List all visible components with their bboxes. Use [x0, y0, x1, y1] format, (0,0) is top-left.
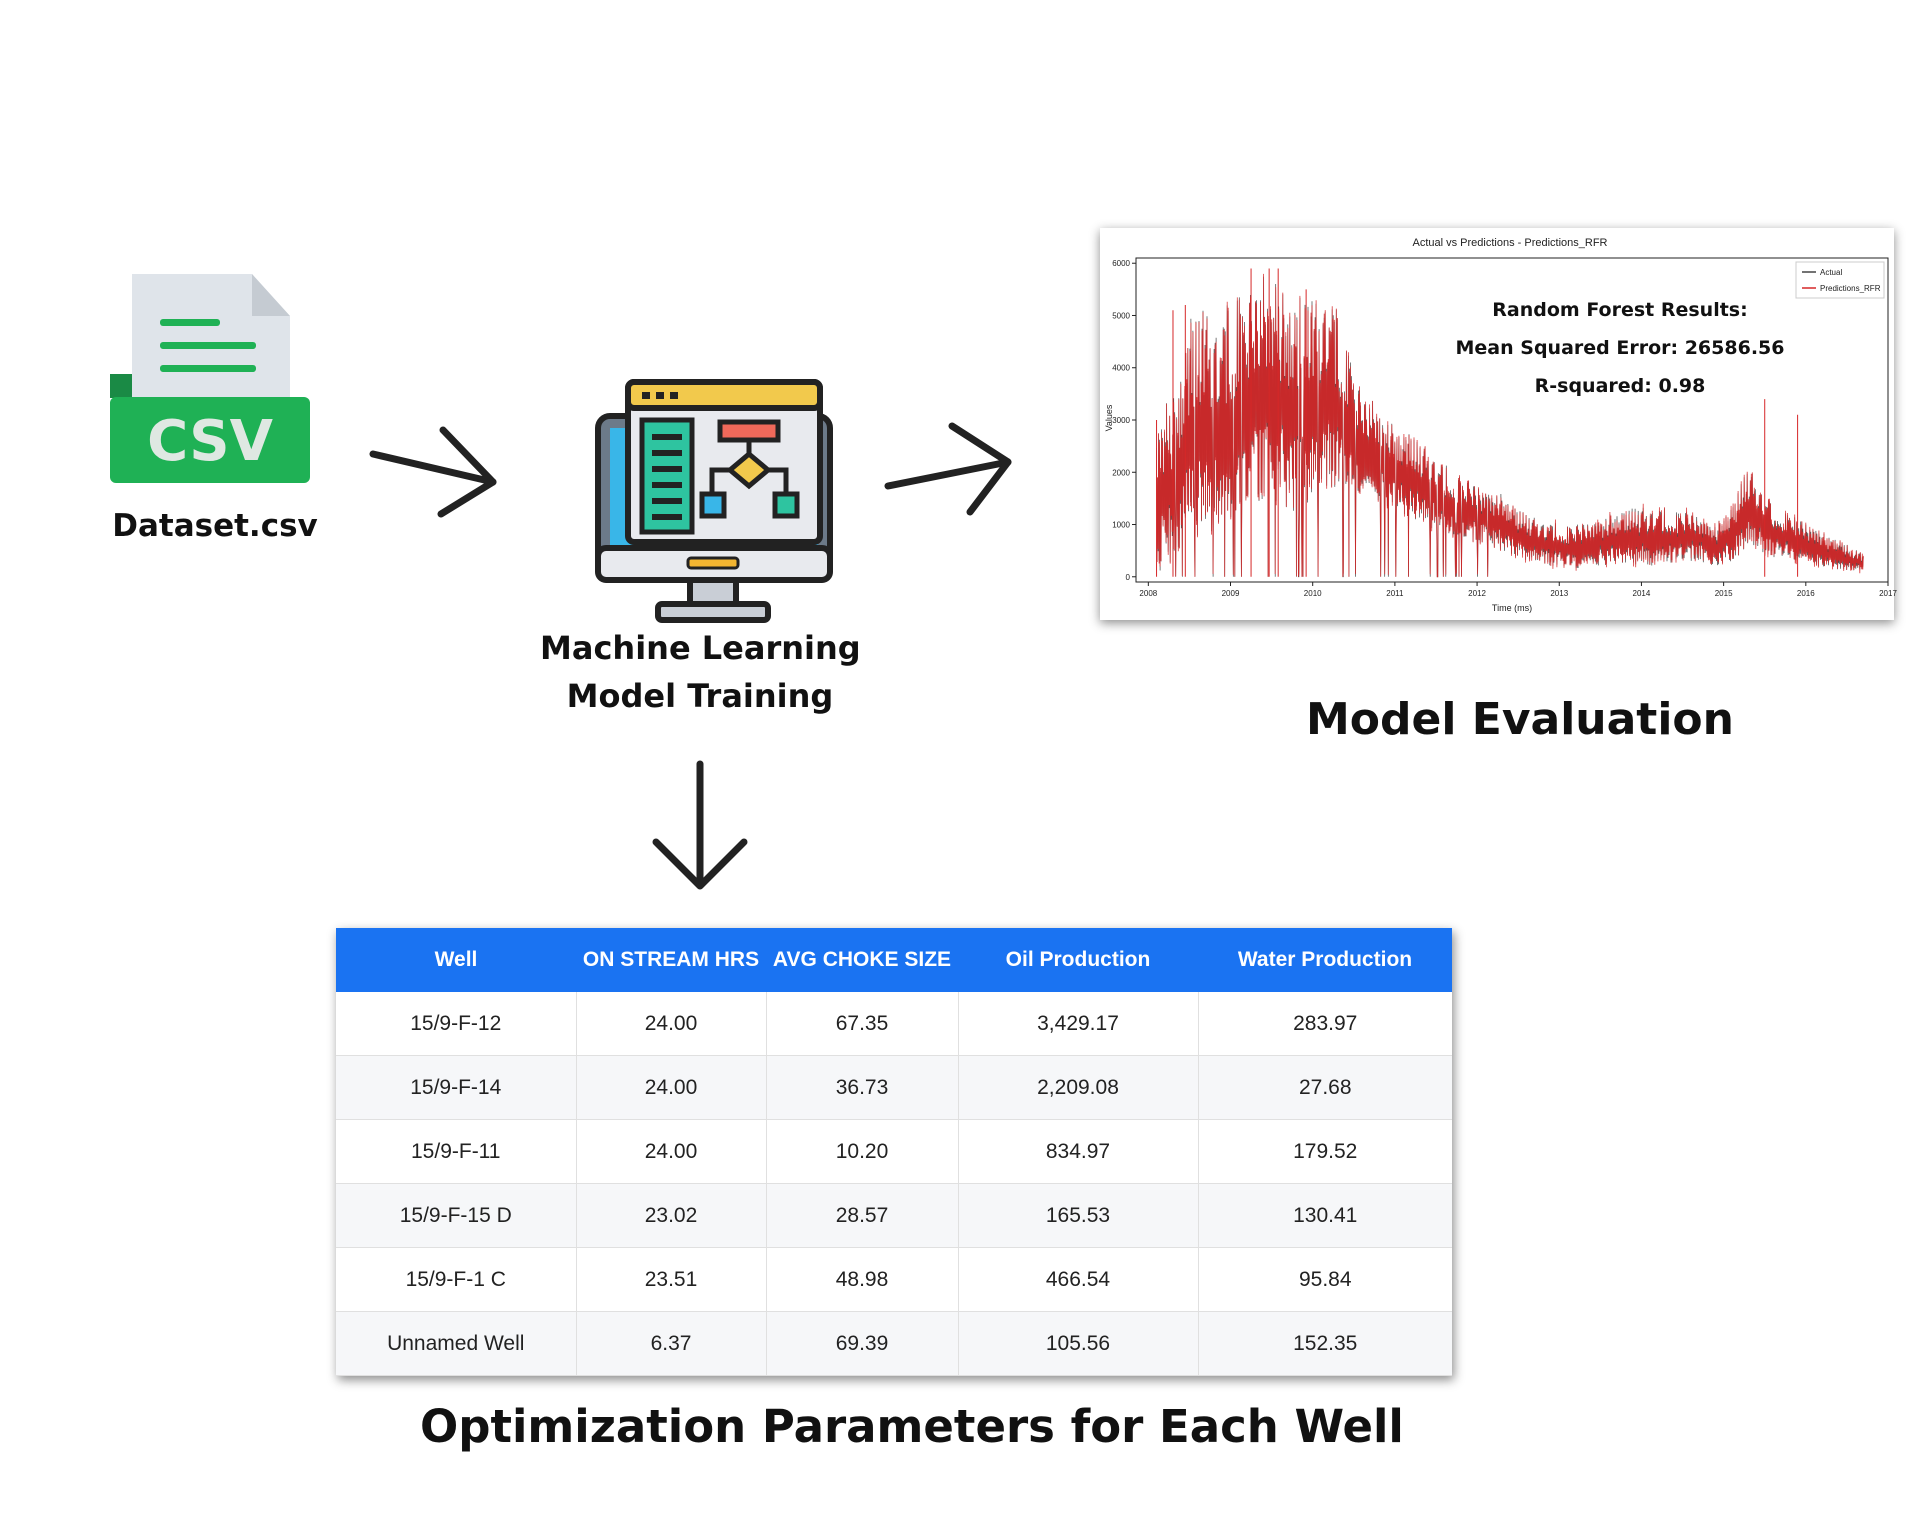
x-tick-label: 2017	[1879, 589, 1897, 598]
table-cell: 466.54	[958, 1247, 1199, 1312]
table-cell: Unnamed Well	[336, 1311, 577, 1376]
table-cell: 283.97	[1198, 992, 1452, 1056]
annotation-line2: Mean Squared Error: 26586.56	[1456, 337, 1785, 359]
table-row: 15/9-F-11 24.00 10.20 834.97 179.52	[336, 1119, 1452, 1184]
table-cell: 69.39	[766, 1311, 959, 1376]
table-row: 15/9-F-14 24.00 36.73 2,209.08 27.68	[336, 1055, 1452, 1120]
y-tick-label: 3000	[1112, 416, 1130, 425]
y-tick-label: 0	[1126, 573, 1131, 582]
y-tick-label: 6000	[1112, 259, 1130, 268]
column-header-well: Well	[336, 928, 576, 992]
y-tick-label: 2000	[1112, 468, 1130, 477]
table-cell: 3,429.17	[958, 992, 1199, 1056]
table-cell: 15/9-F-12	[336, 992, 577, 1056]
x-tick-label: 2016	[1797, 589, 1815, 598]
legend-predictions: Predictions_RFR	[1820, 284, 1881, 293]
table-cell: 10.20	[766, 1119, 959, 1184]
x-tick-label: 2009	[1222, 589, 1240, 598]
ml-node: Machine Learning Model Training	[540, 370, 861, 720]
annotation-line3: R-squared: 0.98	[1535, 375, 1706, 397]
column-header-avg-choke-size: AVG CHOKE SIZE	[766, 928, 958, 992]
ml-node-label: Machine Learning Model Training	[540, 624, 861, 720]
table-cell: 48.98	[766, 1247, 959, 1312]
table-row: Unnamed Well 6.37 69.39 105.56 152.35	[336, 1311, 1452, 1376]
x-tick-label: 2012	[1468, 589, 1486, 598]
csv-badge-text: CSV	[147, 409, 273, 474]
table-cell: 834.97	[958, 1119, 1199, 1184]
table-cell: 23.02	[576, 1183, 767, 1248]
table-cell: 152.35	[1198, 1311, 1452, 1376]
series-predictions-line	[1156, 273, 1864, 578]
x-tick-label: 2011	[1386, 589, 1404, 598]
csv-file-icon: CSV	[110, 274, 310, 483]
table-header-row: Well ON STREAM HRS AVG CHOKE SIZE Oil Pr…	[336, 928, 1452, 992]
ml-to-table-arrow	[652, 760, 748, 890]
x-axis-label: Time (ms)	[1492, 603, 1532, 613]
table-cell: 105.56	[958, 1311, 1199, 1376]
computer-flowchart-icon	[595, 379, 833, 623]
legend-actual: Actual	[1820, 268, 1842, 277]
column-header-on-stream-hrs: ON STREAM HRS	[576, 928, 766, 992]
x-tick-label: 2010	[1304, 589, 1322, 598]
table-cell: 15/9-F-11	[336, 1119, 577, 1184]
table-cell: 23.51	[576, 1247, 767, 1312]
annotation-line1: Random Forest Results:	[1492, 299, 1747, 321]
table-cell: 179.52	[1198, 1119, 1452, 1184]
table-cell: 28.57	[766, 1183, 959, 1248]
x-tick-label: 2008	[1139, 589, 1157, 598]
ml-to-evaluation-arrow	[884, 422, 1012, 516]
table-cell: 15/9-F-1 C	[336, 1247, 577, 1312]
y-axis-ticks: 0 1000 2000 3000 4000 5000 6000	[1112, 259, 1136, 582]
optimization-table: Well ON STREAM HRS AVG CHOKE SIZE Oil Pr…	[336, 928, 1452, 1376]
table-cell: 95.84	[1198, 1247, 1452, 1312]
y-tick-label: 1000	[1112, 521, 1130, 530]
evaluation-chart-card: Actual vs Predictions - Predictions_RFR …	[1100, 228, 1897, 620]
chart-legend: Actual Predictions_RFR	[1795, 261, 1885, 299]
table-cell: 2,209.08	[958, 1055, 1199, 1120]
table-cell: 24.00	[576, 1119, 767, 1184]
chart-title: Actual vs Predictions - Predictions_RFR	[1412, 237, 1607, 249]
evaluation-label: Model Evaluation	[1306, 694, 1734, 745]
table-cell: 24.00	[576, 1055, 767, 1120]
x-tick-label: 2015	[1715, 589, 1733, 598]
x-tick-label: 2014	[1633, 589, 1651, 598]
table-cell: 6.37	[576, 1311, 767, 1376]
chart-series-area	[1156, 268, 1864, 578]
table-cell: 67.35	[766, 992, 959, 1056]
ml-node-label-line1: Machine Learning	[540, 629, 861, 667]
table-cell: 130.41	[1198, 1183, 1452, 1248]
table-cell: 24.00	[576, 992, 767, 1056]
optimization-table-card: Well ON STREAM HRS AVG CHOKE SIZE Oil Pr…	[336, 928, 1452, 1376]
column-header-oil-production: Oil Production	[958, 928, 1198, 992]
table-cell: 27.68	[1198, 1055, 1452, 1120]
csv-node: CSV Dataset.csv	[100, 260, 320, 550]
y-axis-label: Values	[1104, 404, 1114, 431]
table-cell: 15/9-F-15 D	[336, 1183, 577, 1248]
table-row: 15/9-F-15 D 23.02 28.57 165.53 130.41	[336, 1183, 1452, 1248]
x-axis-ticks: 2008 2009 2010 2011 2012 2013 2014 2015 2016 2017	[1139, 582, 1897, 598]
table-cell: 165.53	[958, 1183, 1199, 1248]
chart-annotation: Random Forest Results: Mean Squared Erro…	[1456, 299, 1785, 397]
table-row: 15/9-F-1 C 23.51 48.98 466.54 95.84	[336, 1247, 1452, 1312]
evaluation-chart: Actual vs Predictions - Predictions_RFR …	[1104, 237, 1897, 613]
y-tick-label: 5000	[1112, 311, 1130, 320]
table-row: 15/9-F-12 24.00 67.35 3,429.17 283.97	[336, 992, 1452, 1056]
ml-node-label-line2: Model Training	[566, 677, 834, 715]
csv-node-label: Dataset.csv	[112, 508, 318, 544]
y-tick-label: 4000	[1112, 364, 1130, 373]
column-header-water-production: Water Production	[1198, 928, 1452, 992]
csv-to-ml-arrow	[369, 426, 497, 518]
table-cell: 15/9-F-14	[336, 1055, 577, 1120]
optimization-label: Optimization Parameters for Each Well	[420, 1400, 1404, 1453]
table-cell: 36.73	[766, 1055, 959, 1120]
x-tick-label: 2013	[1550, 589, 1568, 598]
